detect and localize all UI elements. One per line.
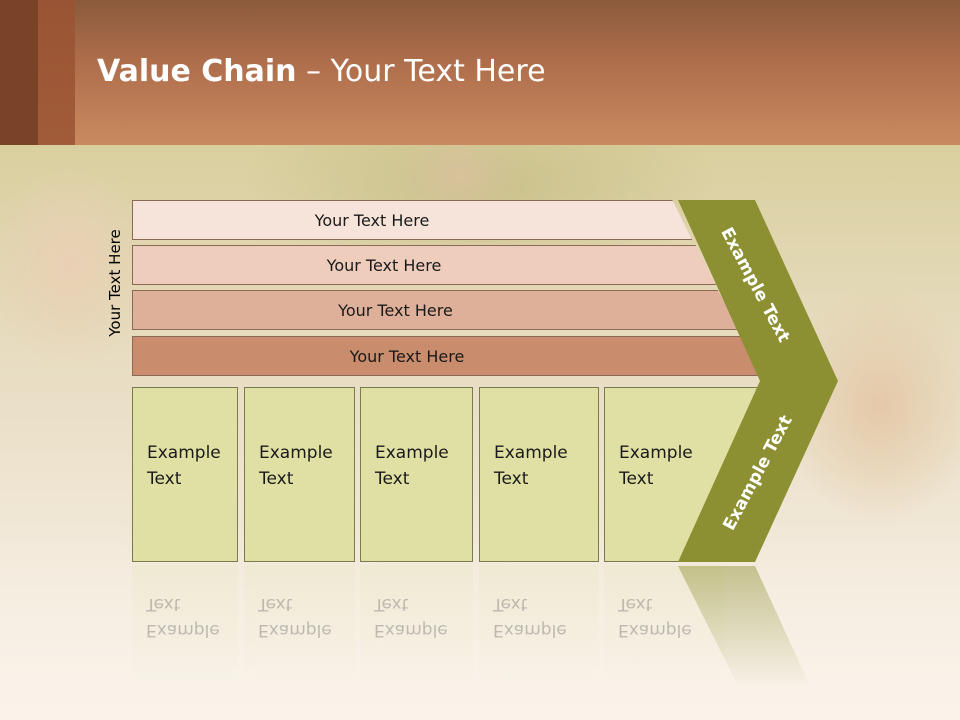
box-4-line1: Example bbox=[494, 443, 568, 463]
header-stripe-mid bbox=[38, 0, 75, 145]
title-bold: Value Chain bbox=[97, 54, 297, 89]
box-5-line1: Example bbox=[619, 443, 693, 463]
header-bar: Value Chain – Your Text Here bbox=[0, 0, 960, 145]
row-2-label: Your Text Here bbox=[326, 255, 442, 275]
box-2-line1: Example bbox=[259, 443, 333, 463]
row-2: Your Text Here bbox=[132, 245, 716, 285]
box-4-line2: Text bbox=[494, 469, 529, 489]
row-3-label: Your Text Here bbox=[338, 300, 453, 320]
chevron-reflection bbox=[678, 566, 812, 690]
box-5-line2: Text bbox=[619, 469, 654, 489]
title-rest: – Your Text Here bbox=[296, 54, 546, 89]
row-3: Your Text Here bbox=[132, 290, 739, 330]
box-3-line2: Text bbox=[375, 469, 410, 489]
row-4: Your Text Here bbox=[132, 336, 762, 376]
page-title: Value Chain – Your Text Here bbox=[97, 54, 546, 89]
header-stripe-dark bbox=[0, 0, 38, 145]
box-2-line2: Text bbox=[259, 469, 294, 489]
row-1-label: Your Text Here bbox=[314, 210, 430, 230]
box-1-line2: Text bbox=[147, 469, 182, 489]
box-3-line1: Example bbox=[375, 443, 449, 463]
chevron-shape bbox=[678, 200, 838, 562]
row-1: Your Text Here bbox=[132, 200, 692, 240]
box-1-line1: Example bbox=[147, 443, 221, 463]
row-4-label: Your Text Here bbox=[349, 346, 465, 366]
